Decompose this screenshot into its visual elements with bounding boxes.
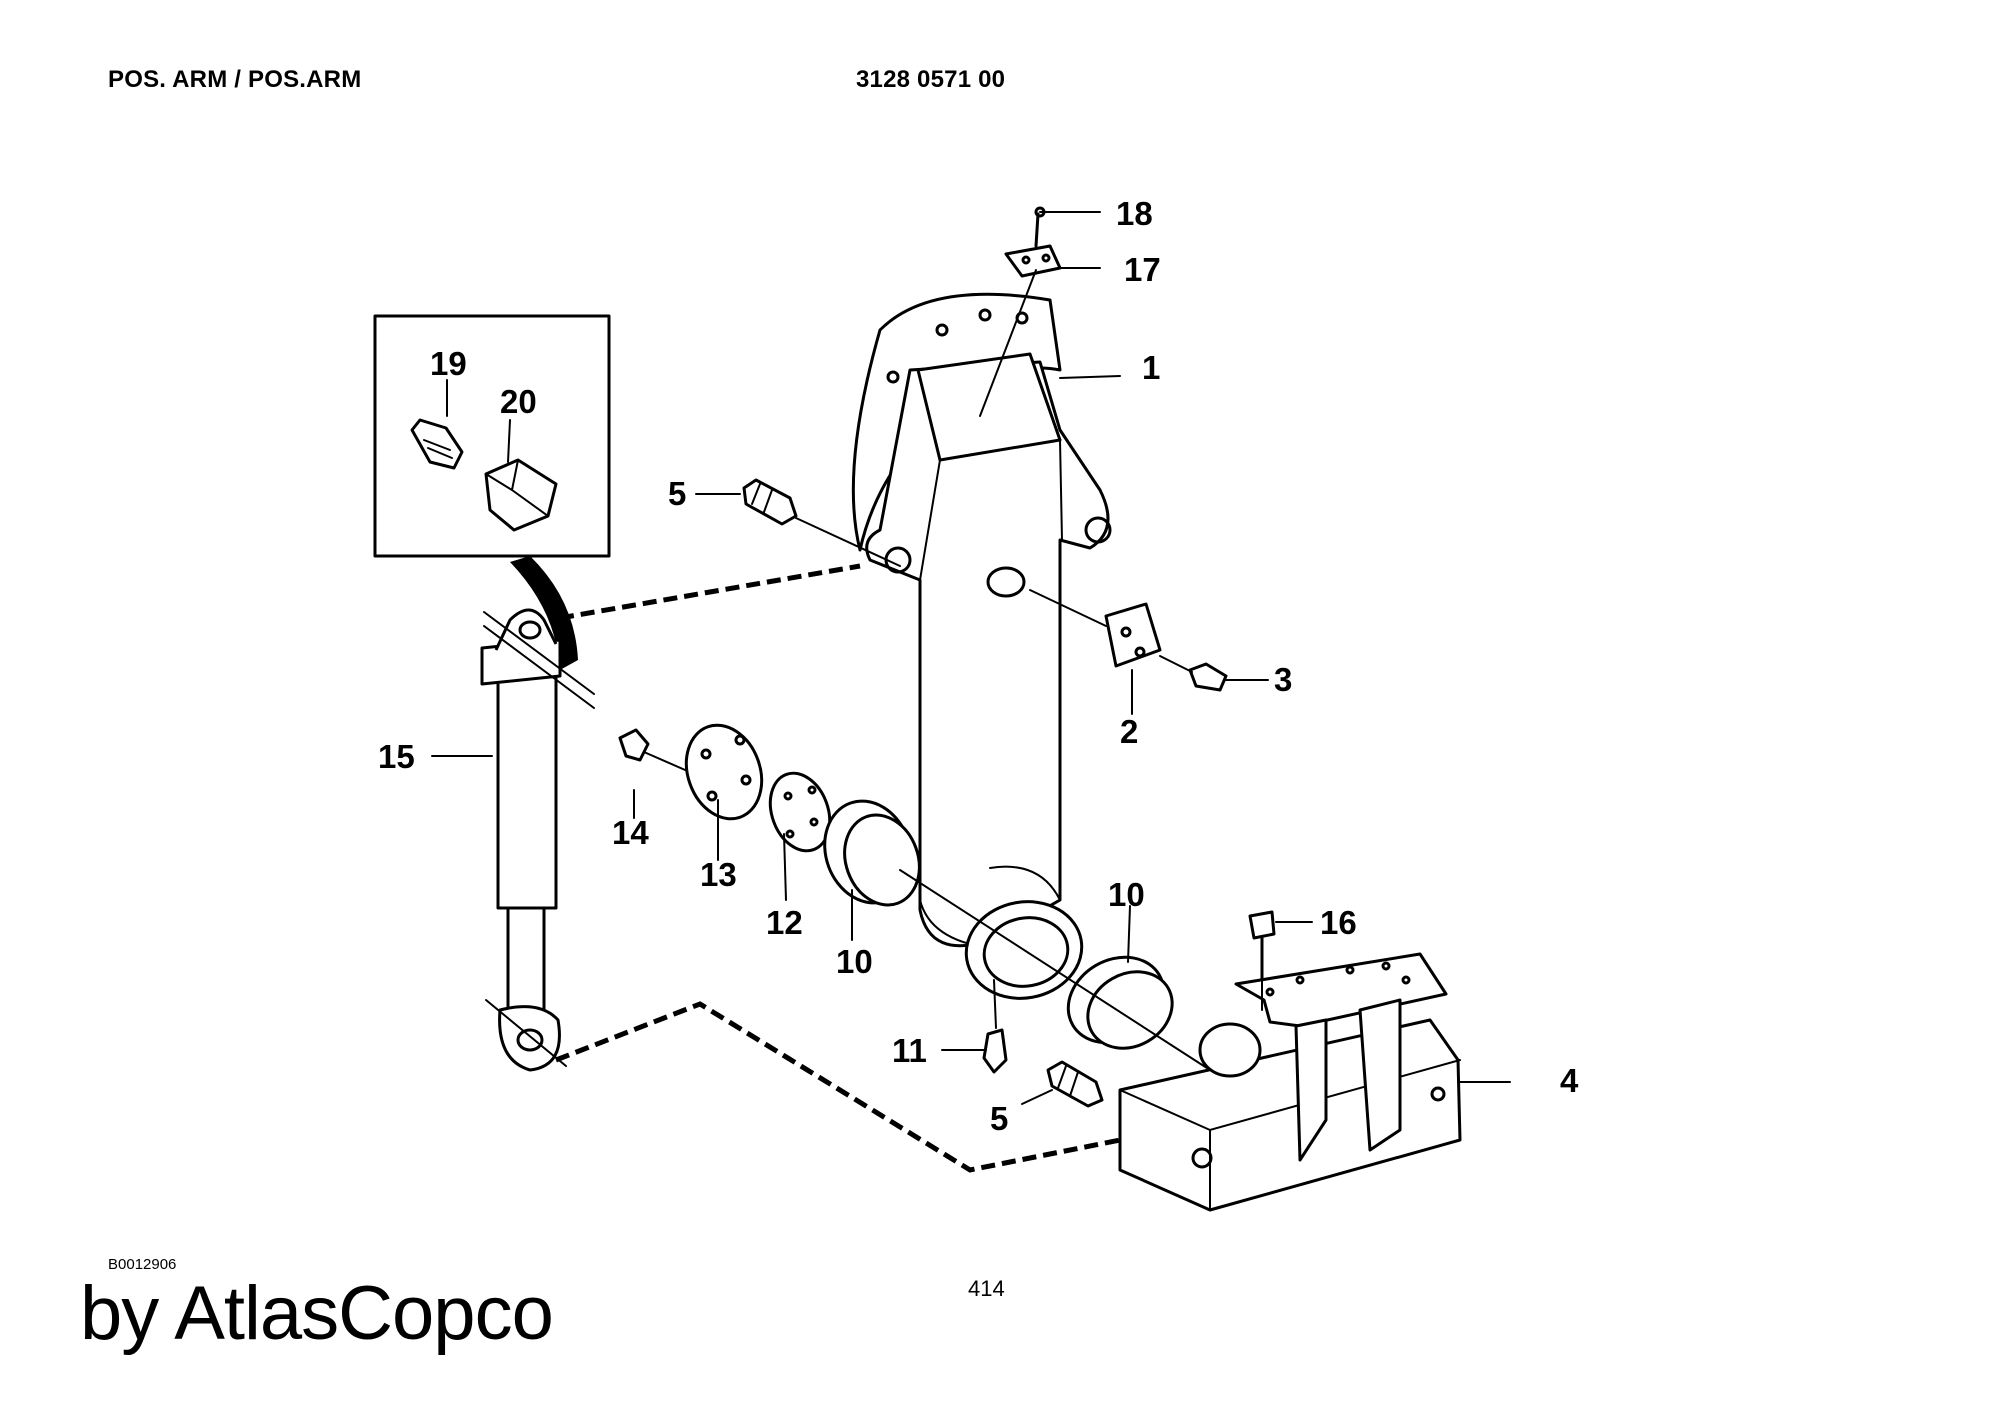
fitting-19-drawing [410,418,464,470]
part-number: 3128 0571 00 [856,66,1006,93]
callout-leaders [431,211,1511,1105]
disc-13-drawing [684,723,764,821]
callout-19: 19 [430,345,467,382]
bushing-10-right-drawing [1066,955,1174,1050]
callout-13: 13 [700,856,737,893]
brand-watermark: by AtlasCopco [80,1271,554,1356]
callout-17: 17 [1124,251,1161,288]
callout-5-lower: 5 [990,1100,1008,1137]
callout-11: 11 [892,1032,927,1069]
plate-17-drawing [979,206,1062,417]
disc-12-drawing [768,771,832,853]
page-number: 414 [968,1276,1005,1301]
bolt-16-drawing [1248,910,1276,1011]
callout-4: 4 [1560,1062,1579,1099]
arm-1-drawing [851,292,1112,949]
callout-5-upper: 5 [668,475,686,512]
shaft-axis [899,869,1211,1071]
callout-10-left: 10 [836,943,873,980]
callout-2: 2 [1120,713,1138,750]
nipple-11-drawing [982,979,1008,1074]
callout-3: 3 [1274,661,1292,698]
drawing-reference: B0012906 [108,1256,177,1273]
callout-1: 1 [1142,349,1160,386]
callout-12: 12 [766,904,803,941]
callout-16: 16 [1320,904,1357,941]
callout-14: 14 [612,814,649,851]
nut-20-drawing [484,458,558,532]
leader-20 [507,419,511,463]
callout-10-right: 10 [1108,876,1145,913]
callout-15: 15 [378,738,415,775]
bolt-3-drawing [1159,655,1228,692]
cylinder-15-drawing [480,608,595,1072]
page-title: POS. ARM / POS.ARM [108,66,362,93]
callout-18: 18 [1116,195,1153,232]
dashed-link-lower [555,1001,1121,1173]
dashed-link-upper [559,563,861,621]
callout-20: 20 [500,383,537,420]
pin-5-upper-drawing [742,478,901,567]
bushing-10-left-drawing [823,799,921,907]
plate-2-drawing [1029,589,1162,668]
bracket-4-drawing [1118,952,1462,1212]
pin-5-lower-drawing [1046,1060,1104,1108]
